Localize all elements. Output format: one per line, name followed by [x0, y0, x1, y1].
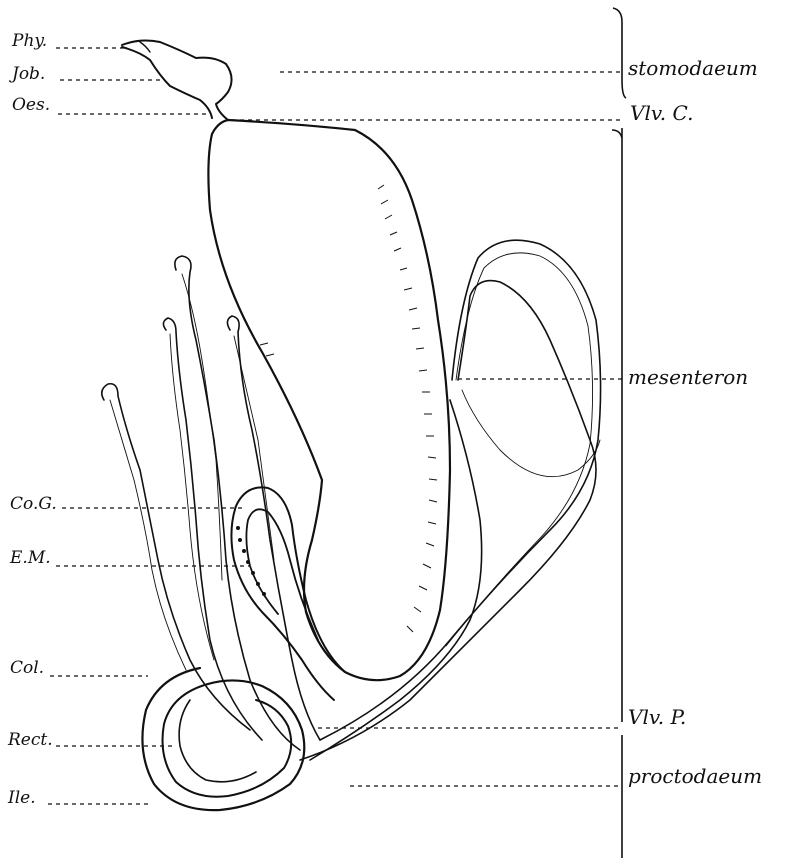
rectum-coil: [142, 668, 304, 810]
malpighian-tubules-right: [300, 240, 601, 760]
label-vlvc: Vlv. C.: [630, 101, 693, 125]
label-oes: Oes.: [12, 95, 50, 115]
stomodaeum-structure: [122, 41, 232, 120]
left-labels: Phy. Job. Oes. Co.G. E.M. Col. Rect. Ile…: [7, 31, 250, 808]
colon-loop: [231, 487, 345, 700]
region-bracket: [612, 8, 626, 858]
label-mesenteron: mesenteron: [628, 365, 748, 389]
label-em: E.M.: [9, 548, 51, 568]
malpighian-tubules-left: [102, 256, 320, 750]
label-proctodaeum: proctodaeum: [628, 764, 762, 788]
label-job: Job.: [9, 64, 45, 84]
mesenteron-sac: [208, 120, 450, 680]
mesenteron-hatching: [260, 185, 437, 632]
label-ile: Ile.: [7, 788, 36, 808]
colon-glands: [236, 526, 266, 596]
label-rect: Rect.: [7, 730, 53, 750]
label-col: Col.: [10, 658, 44, 678]
right-labels: stomodaeum Vlv. C. mesenteron Vlv. P. pr…: [232, 56, 762, 788]
label-stomodaeum: stomodaeum: [628, 56, 758, 80]
label-cog: Co.G.: [10, 494, 57, 514]
label-vlvp: Vlv. P.: [628, 705, 686, 729]
label-phy: Phy.: [11, 31, 47, 51]
